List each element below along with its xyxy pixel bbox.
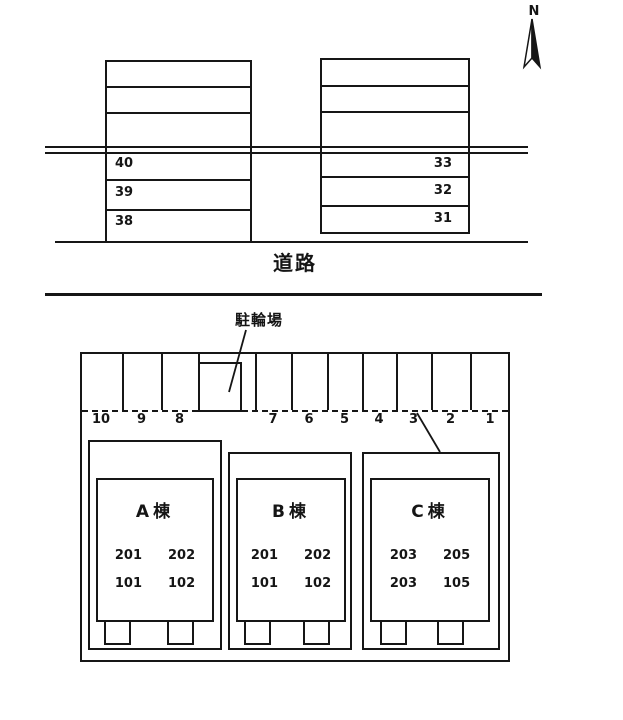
entrance-porch [104,620,131,645]
space-divider [105,112,252,114]
space-divider [320,176,470,178]
bicycle-parking-area [198,362,242,412]
road-line [45,152,528,154]
parking-space-number: 10 [91,412,111,427]
building-b-outline [228,452,352,650]
parking-space-number: 6 [304,412,314,427]
building-b: B棟 201 202 101 102 [236,478,346,622]
road-label: 道路 [273,251,317,275]
entrance-porch [437,620,464,645]
building-c-outline [362,452,500,650]
parking-space-number: 1 [485,412,495,427]
parking-space-number: 5 [339,412,350,427]
north-label: N [528,4,540,19]
parking-space-number: 7 [268,412,278,427]
space-divider [431,352,433,410]
parking-space-number: 39 [115,185,134,200]
stall-dashed-line [82,410,508,412]
lot-line [320,232,470,234]
room-number: 203 [389,548,417,563]
room-number: 203 [389,576,417,591]
entrance-porch [303,620,330,645]
building-a: A棟 201 202 101 102 [96,478,214,622]
room-number: 202 [304,548,332,563]
parking-space-number: 3 [408,412,419,427]
road-edge-line [45,293,542,296]
lot-line [105,60,252,62]
entrance-porch [244,620,271,645]
north-arrow-icon [522,18,542,70]
bicycle-parking-label: 駐輪場 [234,311,283,329]
parking-space-number: 9 [136,412,147,427]
room-number: 101 [114,576,142,591]
room-number: 101 [250,576,278,591]
room-number: 105 [443,576,471,591]
building-c: C棟 203 205 203 105 [370,478,490,622]
lot-line [105,60,107,242]
space-divider [320,111,470,113]
building-name: A棟 [135,502,175,522]
room-number: 102 [304,576,332,591]
room-number: 205 [443,548,471,563]
space-divider [320,85,470,87]
building-name: C棟 [411,502,449,522]
space-divider [396,352,398,410]
room-number: 201 [250,548,278,563]
lot-line [320,58,470,60]
parking-space-number: 40 [115,156,134,171]
building-a-outline [88,440,222,650]
parking-space-number: 33 [433,156,452,171]
space-divider [122,352,124,410]
entrance-porch [167,620,194,645]
space-divider [470,352,472,410]
parking-space-number: 32 [433,183,452,198]
parking-space-number: 31 [433,211,452,226]
parking-space-number: 8 [174,412,185,427]
space-divider [327,352,329,410]
space-divider [255,352,257,410]
road-line [45,146,528,148]
space-divider [105,179,252,181]
space-divider [105,209,252,211]
entrance-porch [380,620,407,645]
space-divider [161,352,163,410]
building-name: B棟 [272,502,310,522]
parking-space-number: 38 [115,214,134,229]
boundary-line [55,241,528,243]
space-divider [320,205,470,207]
parking-space-number: 2 [445,412,456,427]
site-boundary [80,352,510,662]
room-number: 202 [168,548,196,563]
space-divider [105,86,252,88]
lot-line [250,60,252,242]
room-number: 102 [168,576,196,591]
space-divider [362,352,364,410]
room-number: 201 [114,548,142,563]
parking-space-number: 4 [374,412,384,427]
space-divider [291,352,293,410]
